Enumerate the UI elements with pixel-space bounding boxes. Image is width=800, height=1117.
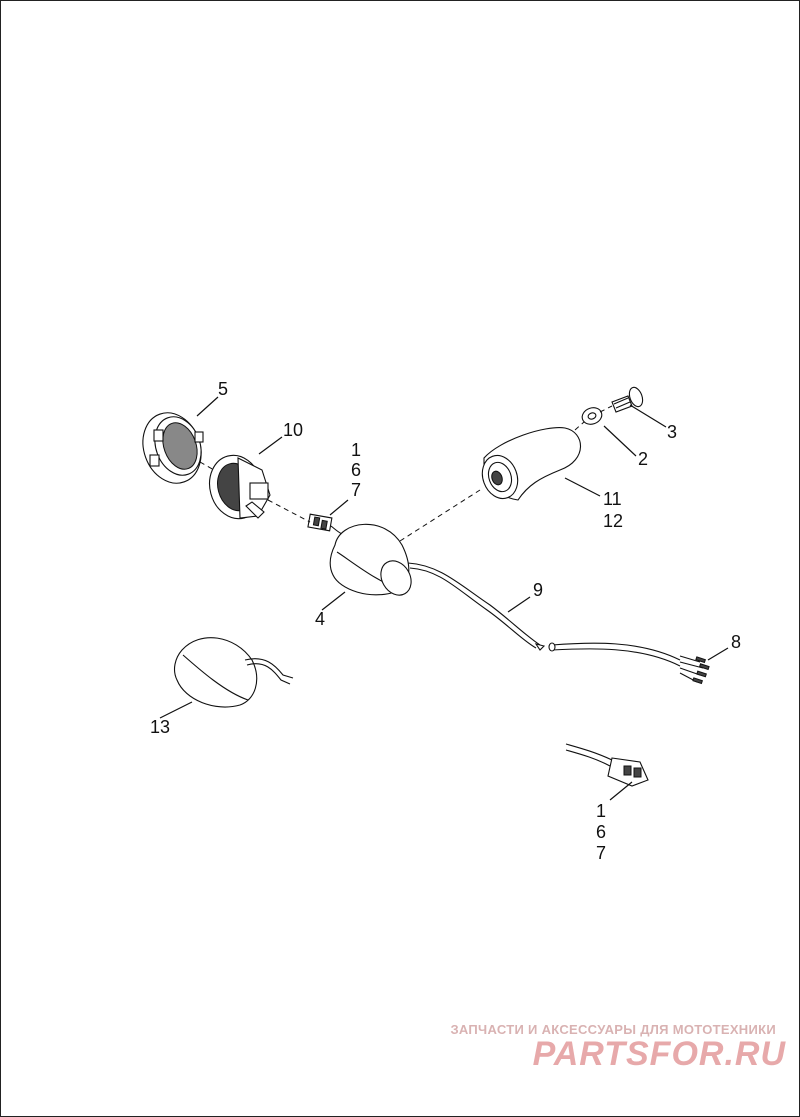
callout-9: 9 <box>533 580 543 600</box>
part-8-wire-terminals <box>548 642 710 685</box>
callout-10: 10 <box>283 420 303 440</box>
callout-7-upper: 7 <box>351 480 361 500</box>
watermark-logo: PARTSFOR.RU <box>532 1035 786 1073</box>
part-9-wire-harness <box>407 562 546 651</box>
callout-labels: 5 10 1 6 7 3 2 11 12 9 4 8 13 1 6 7 <box>150 379 741 863</box>
callout-7-lower: 7 <box>596 843 606 863</box>
part-10-lamp-housing <box>209 454 271 520</box>
watermark-tagline: ЗАПЧАСТИ И АКСЕССУАРЫ ДЛЯ МОТОТЕХНИКИ <box>450 1022 776 1037</box>
callout-13: 13 <box>150 717 170 737</box>
callout-8: 8 <box>731 632 741 652</box>
part-1-6-7-connector-upper <box>307 513 343 535</box>
leader-lines <box>159 396 729 801</box>
callout-3: 3 <box>667 422 677 442</box>
part-13-alternate-lamp <box>173 637 294 708</box>
callout-12: 12 <box>603 511 623 531</box>
callout-2: 2 <box>638 449 648 469</box>
callout-1-upper: 1 <box>351 440 361 460</box>
part-5-bezel-ring <box>142 412 204 484</box>
assembly-lines <box>199 405 613 542</box>
callout-6-lower: 6 <box>596 822 606 842</box>
part-1-6-7-connector-lower <box>565 743 649 787</box>
part-4-bullet-lamp <box>329 523 412 596</box>
callout-5: 5 <box>218 379 228 399</box>
callout-1-lower: 1 <box>596 801 606 821</box>
part-11-12-mount-bracket <box>481 427 581 501</box>
callout-6-upper: 6 <box>351 460 361 480</box>
callout-4: 4 <box>315 609 325 629</box>
part-3-screw <box>611 386 644 413</box>
callout-11: 11 <box>603 489 622 509</box>
part-2-washer <box>581 407 603 425</box>
